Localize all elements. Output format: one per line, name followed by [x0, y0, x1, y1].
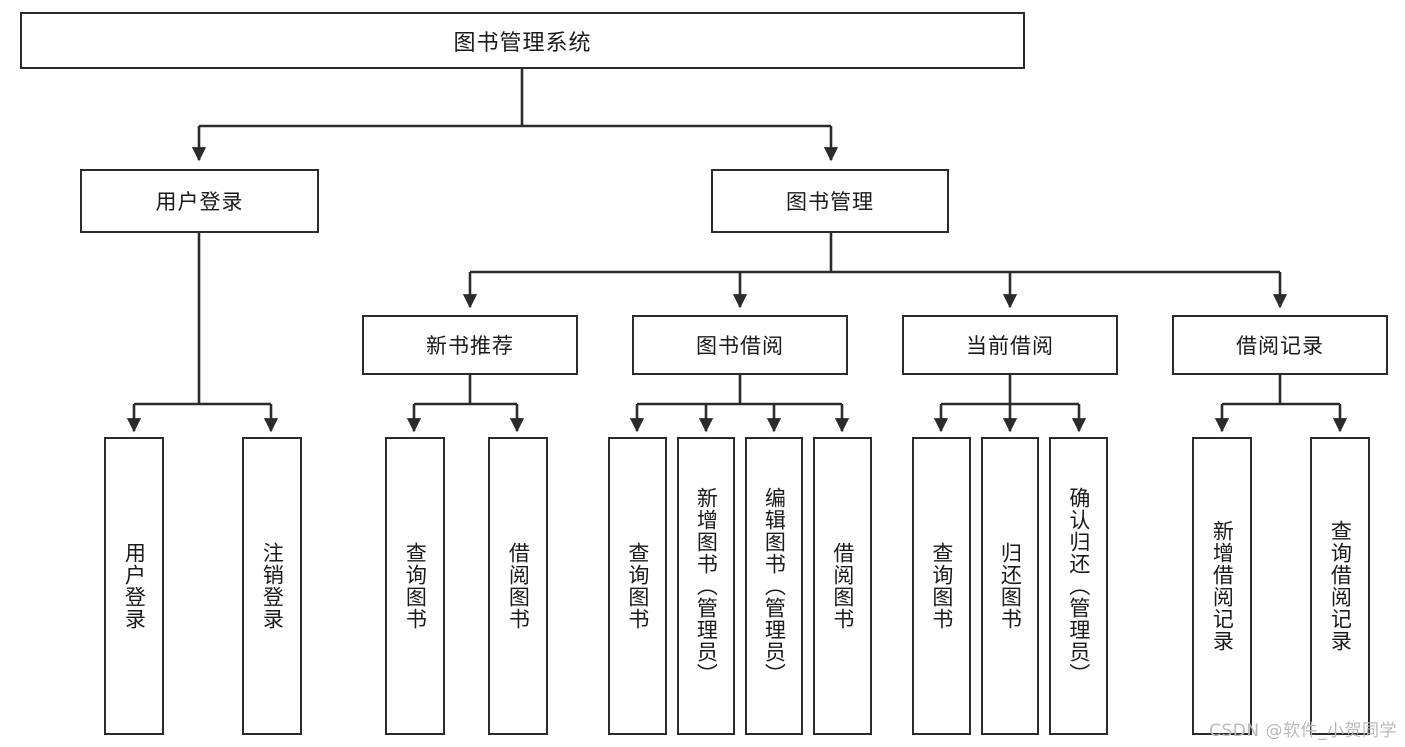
leaf-add-record[interactable]: 新增借阅记录	[1192, 437, 1252, 735]
leaf-add-book[interactable]: 新增图书（管理员）	[677, 437, 735, 735]
leaf-confirm-return[interactable]: 确认归还（管理员）	[1049, 437, 1108, 735]
leaf-borrow-book-2[interactable]: 借阅图书	[813, 437, 872, 735]
leaf-confirm-return-label: 确认归还（管理员）	[1066, 487, 1091, 685]
leaf-user-logout[interactable]: 注销登录	[242, 437, 302, 735]
leaf-user-login-label: 用户登录	[122, 542, 147, 630]
node-book-manage-label: 图书管理	[786, 190, 874, 214]
node-root[interactable]: 图书管理系统	[20, 12, 1025, 69]
leaf-borrow-book-1-label: 借阅图书	[506, 542, 531, 630]
node-book-borrow-label: 图书借阅	[696, 334, 784, 358]
leaf-query-book-1[interactable]: 查询图书	[385, 437, 445, 735]
leaf-query-book-3[interactable]: 查询图书	[912, 437, 971, 735]
leaf-borrow-book-2-label: 借阅图书	[830, 542, 855, 630]
node-new-book-recommend[interactable]: 新书推荐	[362, 315, 578, 375]
node-root-label: 图书管理系统	[453, 30, 592, 56]
node-borrow-record-label: 借阅记录	[1236, 334, 1324, 358]
leaf-edit-book-label: 编辑图书（管理员）	[762, 487, 787, 685]
leaf-edit-book[interactable]: 编辑图书（管理员）	[745, 437, 803, 735]
node-borrow-record[interactable]: 借阅记录	[1172, 315, 1388, 375]
leaf-query-book-1-label: 查询图书	[403, 542, 428, 630]
node-user-login[interactable]: 用户登录	[80, 169, 319, 233]
node-user-login-label: 用户登录	[155, 190, 244, 214]
node-book-manage[interactable]: 图书管理	[711, 169, 949, 233]
node-current-borrow-label: 当前借阅	[966, 334, 1054, 358]
leaf-query-book-2[interactable]: 查询图书	[608, 437, 667, 735]
leaf-query-record[interactable]: 查询借阅记录	[1310, 437, 1370, 735]
leaf-query-book-2-label: 查询图书	[625, 542, 650, 630]
leaf-return-book[interactable]: 归还图书	[981, 437, 1039, 735]
leaf-borrow-book-1[interactable]: 借阅图书	[488, 437, 548, 735]
leaf-user-logout-label: 注销登录	[260, 542, 285, 630]
node-book-borrow[interactable]: 图书借阅	[632, 315, 848, 375]
leaf-add-record-label: 新增借阅记录	[1210, 520, 1235, 652]
leaf-query-record-label: 查询借阅记录	[1328, 520, 1353, 652]
leaf-return-book-label: 归还图书	[998, 542, 1023, 630]
node-new-book-recommend-label: 新书推荐	[426, 334, 514, 358]
leaf-user-login[interactable]: 用户登录	[104, 437, 164, 735]
leaf-query-book-3-label: 查询图书	[929, 542, 954, 630]
leaf-add-book-label: 新增图书（管理员）	[694, 487, 719, 685]
node-current-borrow[interactable]: 当前借阅	[902, 315, 1118, 375]
